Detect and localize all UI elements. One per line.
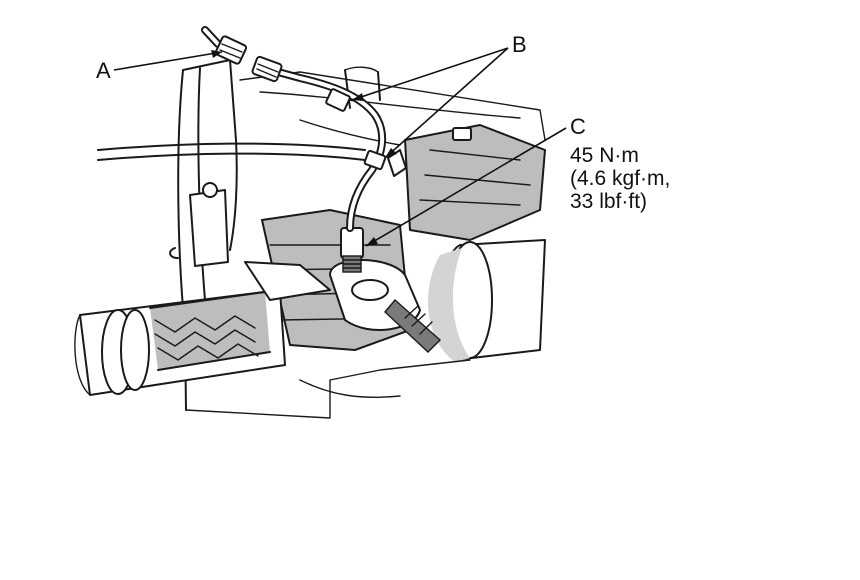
- sensor-harness: [251, 55, 407, 232]
- torque-value: 45 N·m: [570, 144, 639, 167]
- leader-c: [365, 127, 567, 247]
- leader-a: [113, 51, 223, 71]
- label-a: A: [96, 58, 111, 83]
- oxygen-sensor: [340, 227, 364, 273]
- label-b: B: [512, 32, 527, 57]
- leader-b-upper: [351, 47, 509, 101]
- exhaust-flex-pipe: [74, 289, 286, 396]
- leader-b-lower: [384, 47, 509, 159]
- callouts: A B C 45 N·m (4.6 kgf·m, 33 lbf·ft): [96, 32, 670, 247]
- torque-kgf: (4.6 kgf·m,: [570, 167, 670, 190]
- label-c: C: [570, 114, 586, 139]
- connector-a: [201, 26, 248, 65]
- torque-lbf: 33 lbf·ft): [570, 190, 647, 213]
